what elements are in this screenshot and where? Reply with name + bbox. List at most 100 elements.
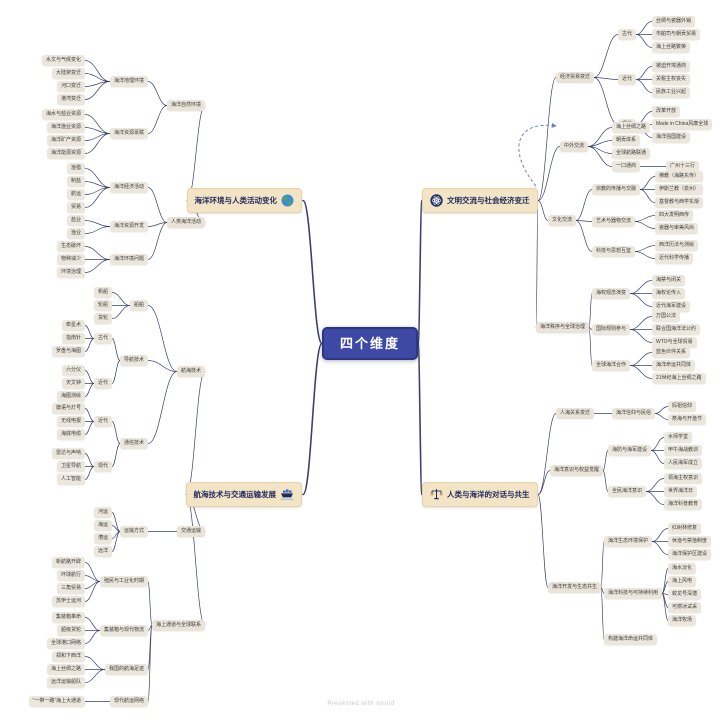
sub-node[interactable]: 古代 — [93, 333, 112, 344]
sub-node[interactable]: 科技与思想互鉴 — [592, 246, 636, 257]
leaf-node[interactable]: 海水淡化 — [668, 563, 697, 574]
leaf-node[interactable]: 环境治理 — [56, 267, 85, 278]
leaf-node[interactable]: 妈祖信仰 — [668, 401, 697, 412]
leaf-node[interactable]: 人民海军成立 — [664, 458, 703, 469]
leaf-node[interactable]: 罗盘与海图 — [51, 346, 85, 357]
leaf-node[interactable]: 超级货轮 — [56, 625, 85, 636]
topic-node[interactable]: 海洋意识与权益觉醒 — [550, 465, 604, 476]
leaf-node[interactable]: 卫星导航 — [56, 461, 85, 472]
leaf-node[interactable]: 海底电缆 — [56, 429, 85, 440]
leaf-node[interactable]: 基督教与西学东渐 — [655, 197, 704, 208]
leaf-node[interactable]: 海禁与闭关 — [652, 275, 686, 286]
leaf-node[interactable]: 六分仪 — [61, 365, 85, 376]
leaf-node[interactable]: 万国公法 — [652, 311, 681, 322]
topic-node[interactable]: 经济贸易变迁 — [556, 72, 595, 83]
leaf-node[interactable]: 海洋科普教育 — [664, 499, 703, 510]
leaf-node[interactable]: 无线电报 — [56, 416, 85, 427]
leaf-node[interactable]: 河运 — [93, 507, 112, 518]
sub-node[interactable]: 海洋资源禀赋 — [109, 128, 148, 139]
sub-node[interactable]: 船舶 — [129, 300, 148, 311]
sub-node[interactable]: 海洋生态环境保护 — [604, 536, 653, 547]
leaf-node[interactable]: 全球港口网络 — [46, 638, 85, 649]
sub-node[interactable]: 近代 — [93, 416, 112, 427]
sub-node[interactable]: 艺术与器物交流 — [592, 216, 636, 227]
leaf-node[interactable]: 蓝色伙伴关系 — [652, 347, 691, 358]
leaf-node[interactable]: 港湾变迁 — [56, 94, 85, 105]
sub-node[interactable]: 集装箱与现代物流 — [99, 625, 148, 636]
leaf-node[interactable]: 贸易 — [66, 202, 85, 213]
leaf-node[interactable]: 漕运 — [93, 533, 112, 544]
leaf-node[interactable]: 海洋强国建设 — [652, 132, 691, 143]
leaf-node[interactable]: 远洋运输船队 — [46, 677, 85, 688]
leaf-node[interactable]: 航运 — [66, 189, 85, 200]
leaf-node[interactable]: 轮船 — [93, 300, 112, 311]
sub-node[interactable]: 海洋环境问题 — [109, 254, 148, 265]
leaf-node[interactable]: 领海主权意识 — [664, 473, 703, 484]
leaf-node[interactable]: 集装箱革命 — [51, 612, 85, 623]
leaf-node[interactable]: 瓷器与审美风尚 — [655, 223, 699, 234]
sub-node[interactable]: 我国的航海足迹 — [104, 664, 148, 675]
leaf-node[interactable]: 佛教（海路东传） — [655, 171, 704, 182]
topic-node[interactable]: 交通运输 — [176, 526, 205, 537]
leaf-node[interactable]: 指南针 — [61, 333, 85, 344]
leaf-node[interactable]: 苏伊士运河 — [51, 596, 85, 607]
branch-civilization-exchange[interactable]: 文明交流与社会经济变迁 — [422, 188, 538, 213]
leaf-node[interactable]: 海上风电 — [668, 576, 697, 587]
leaf-node[interactable]: 休渔与禁渔制度 — [668, 536, 712, 547]
leaf-node[interactable]: 三角贸易 — [56, 583, 85, 594]
leaf-node[interactable]: 蛟龙号深潜 — [668, 589, 702, 600]
sub-node[interactable]: 海权观念演变 — [592, 288, 631, 299]
leaf-node[interactable]: 盐业 — [66, 215, 85, 226]
topic-node[interactable]: 海洋秩序与全球治理 — [536, 322, 590, 333]
leaf-node[interactable]: 关税主权丧失 — [652, 74, 691, 85]
branch-ocean-environment[interactable]: 海洋环境与人类活动变化 — [186, 188, 302, 213]
leaf-node[interactable]: WTO与全球贸易 — [652, 337, 697, 348]
sub-node[interactable]: 海洋地理环境 — [109, 76, 148, 87]
leaf-node[interactable]: 远洋 — [93, 546, 112, 557]
leaf-node[interactable]: 海权论传入 — [652, 288, 686, 299]
leaf-node[interactable]: 物种减少 — [56, 254, 85, 265]
leaf-node[interactable]: 海运 — [93, 520, 112, 531]
sub-node[interactable]: 海洋经济活动 — [109, 182, 148, 193]
topic-node[interactable]: 人海关系变迁 — [556, 408, 595, 419]
sub-node[interactable]: 近代 — [618, 74, 637, 85]
leaf-node[interactable]: 制盐 — [66, 176, 85, 187]
leaf-node[interactable]: 红树林修复 — [668, 523, 702, 534]
leaf-node[interactable]: 改革开放 — [652, 106, 681, 117]
sub-node[interactable]: 朝贡体系 — [612, 135, 641, 146]
leaf-node[interactable]: 甲午海战教训 — [664, 445, 703, 456]
sub-node[interactable]: 导航技术 — [119, 355, 148, 366]
sub-node[interactable]: 宗教的传播与交融 — [592, 184, 641, 195]
leaf-node[interactable]: 联合国海洋法公约 — [652, 324, 701, 335]
leaf-node[interactable]: 生态破坏 — [56, 241, 85, 252]
leaf-node[interactable]: 海洋命运共同体 — [652, 360, 696, 371]
leaf-node[interactable]: 海上丝绸之路 — [46, 664, 85, 675]
leaf-node[interactable]: 新航路开辟 — [51, 557, 85, 568]
leaf-node[interactable]: 海洋渔业资源 — [46, 122, 85, 133]
topic-node[interactable]: 航海技术 — [176, 366, 205, 377]
leaf-node[interactable]: 大陆架变迁 — [51, 68, 85, 79]
topic-node[interactable]: 海上通道与全球联系 — [151, 620, 205, 631]
sub-node[interactable]: 海上丝绸之路 — [612, 122, 651, 133]
sub-node[interactable]: 一口通商 — [612, 161, 641, 172]
topic-node[interactable]: 人类海洋活动 — [166, 217, 205, 228]
topic-node[interactable]: 海洋自然环境 — [166, 100, 205, 111]
leaf-node[interactable]: 广州十三行 — [666, 161, 700, 172]
central-topic[interactable]: 四个维度 — [322, 327, 419, 360]
sub-node[interactable]: 运输方式 — [119, 526, 148, 537]
sub-node[interactable]: 通信技术 — [119, 438, 148, 449]
sub-node[interactable]: 构建海洋命运共同体 — [604, 634, 658, 645]
leaf-node[interactable]: 水师学堂 — [664, 432, 693, 443]
sub-node[interactable]: 现代 — [93, 461, 112, 472]
leaf-node[interactable]: 海洋牧场 — [668, 615, 697, 626]
leaf-node[interactable]: “一带一路”海上大通道 — [28, 696, 85, 707]
leaf-node[interactable]: 海图测绘 — [56, 391, 85, 402]
leaf-node[interactable]: 水文与气候变化 — [41, 55, 85, 66]
leaf-node[interactable]: 人工智能 — [56, 474, 85, 485]
sub-node[interactable]: 海防与海军建设 — [608, 445, 652, 456]
leaf-node[interactable]: 旗语与灯号 — [51, 403, 85, 414]
branch-human-ocean[interactable]: 人类与海洋的对话与共生 — [422, 482, 538, 507]
leaf-node[interactable]: 天文钟 — [61, 378, 85, 389]
leaf-node[interactable]: 祭海与开渔节 — [668, 414, 707, 425]
leaf-node[interactable]: 海洋矿产资源 — [46, 135, 85, 146]
